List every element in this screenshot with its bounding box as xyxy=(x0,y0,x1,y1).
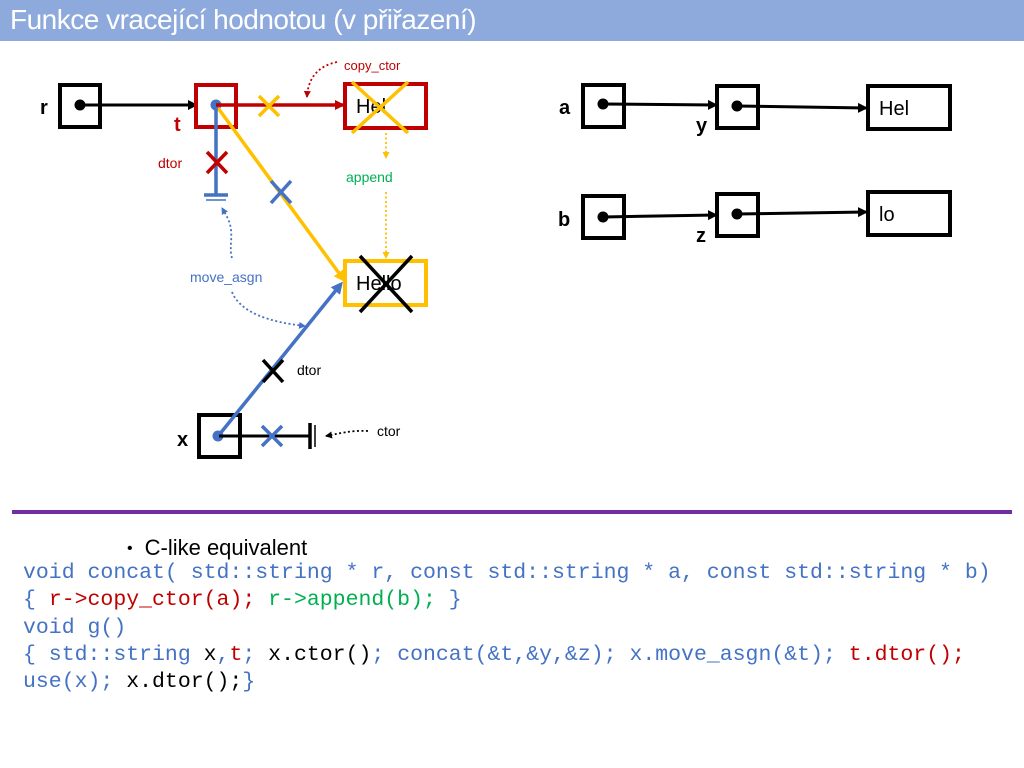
bullet-dot-icon: • xyxy=(127,540,133,557)
z-to-lo-arrow xyxy=(736,207,868,218)
code-token-move-asgn: x.move_asgn(&t) xyxy=(629,642,823,667)
hel-string-box-right xyxy=(866,84,952,131)
title-bar: Funkce vracející hodnotou (v přiřazení) xyxy=(0,0,1024,41)
var-r-label: r xyxy=(40,97,48,119)
var-y-label: y xyxy=(696,115,708,137)
code-token-copy-ctor: r->copy_ctor(a); xyxy=(48,588,256,613)
code-token-append: r->append(b); xyxy=(268,588,436,613)
code-line-4: { std::string x,t; x.ctor(); concat(&t,&… xyxy=(23,643,965,667)
dtor-label-top: dtor xyxy=(158,155,182,171)
code-block: void concat( std::string * r, const std:… xyxy=(23,560,991,696)
code-token: , xyxy=(216,642,230,667)
red-cross-on-blue-stem xyxy=(205,150,229,175)
x-to-hello-blue-arrow xyxy=(217,281,343,437)
move-asgn-dotted-up xyxy=(221,207,233,259)
y-to-hel-arrow xyxy=(736,102,868,113)
code-token: } xyxy=(435,588,462,613)
lo-string-box xyxy=(866,190,952,237)
code-token-x-dtor: x.dtor(); xyxy=(126,670,243,695)
ctor-dotted-arrow xyxy=(325,429,369,439)
copy-ctor-dotted-arrow xyxy=(303,61,338,98)
y-object-box xyxy=(715,84,760,130)
hel-string-left: Hel xyxy=(356,96,386,118)
code-token-x: x xyxy=(203,642,217,667)
code-line-3: void g() xyxy=(23,615,127,640)
memory-diagram: r t Hel copy_ctor append Hel lo xyxy=(40,58,952,459)
ctor-label: ctor xyxy=(377,423,401,439)
code-line-5: use(x); x.dtor();} xyxy=(23,670,255,694)
code-token-x-ctor: x.ctor() xyxy=(268,642,372,667)
black-cross-on-hello xyxy=(358,254,414,314)
blue-cross-on-yellow-arrow xyxy=(269,179,293,205)
var-x-label: x xyxy=(177,429,188,451)
b-to-z-arrow xyxy=(602,210,718,221)
code-token: ; xyxy=(822,642,849,667)
move-asgn-label: move_asgn xyxy=(190,269,262,285)
move-asgn-dotted-right xyxy=(231,291,306,329)
code-token: } xyxy=(242,670,256,695)
code-line-2: { r->copy_ctor(a); r->append(b); } xyxy=(23,588,462,612)
lo-string: lo xyxy=(879,204,895,226)
yellow-cross-on-hel xyxy=(350,80,410,135)
bullet-item: • C-like equivalent xyxy=(127,535,307,561)
var-b-label: b xyxy=(558,209,570,231)
black-cross-on-blue-arrow xyxy=(261,358,285,384)
var-t-label: t xyxy=(174,114,181,136)
append-label: append xyxy=(346,169,393,185)
code-token: { std::string xyxy=(23,642,204,667)
bullet-text: C-like equivalent xyxy=(144,535,308,560)
copy-ctor-label: copy_ctor xyxy=(344,58,401,73)
code-token xyxy=(255,588,268,612)
code-token-t-dtor: t.dtor(); xyxy=(848,642,965,667)
code-token: use(x); xyxy=(23,670,127,695)
slide-title: Funkce vracející hodnotou (v přiřazení) xyxy=(10,4,477,35)
code-token: ; xyxy=(242,642,269,667)
hel-string-right: Hel xyxy=(879,98,909,120)
var-a-label: a xyxy=(559,97,571,119)
code-line-1: void concat( std::string * r, const std:… xyxy=(23,561,991,585)
yellow-cross-on-red-arrow xyxy=(257,94,281,118)
code-token: { xyxy=(23,588,49,613)
code-token-t: t xyxy=(229,642,243,667)
section-divider xyxy=(12,510,1012,514)
var-z-label: z xyxy=(696,225,706,247)
hel-string-box-left xyxy=(343,82,428,130)
a-to-y-arrow xyxy=(602,99,718,110)
code-token: ; concat(&t,&y,&z); xyxy=(371,642,630,667)
blue-cross-on-x-null xyxy=(260,424,284,448)
dtor-label-mid: dtor xyxy=(297,362,321,378)
